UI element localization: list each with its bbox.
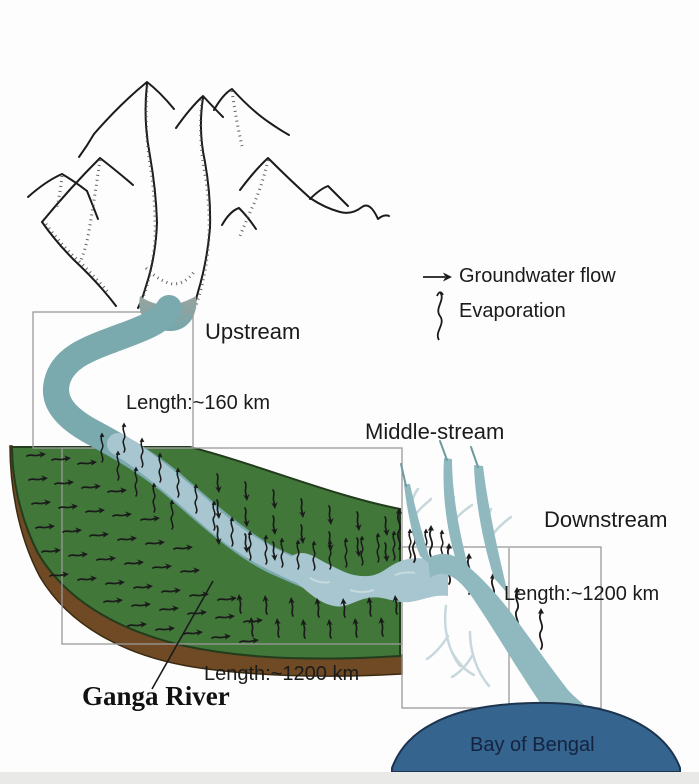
bay-of-bengal-label: Bay of Bengal [470, 734, 595, 756]
distributary-tips [400, 440, 479, 487]
mountains-sketch [27, 81, 390, 311]
meander-band [289, 553, 448, 607]
region-box-middle [61, 447, 403, 645]
downstream-river-system [400, 440, 604, 726]
legend-evaporation-label: Evaporation [459, 300, 566, 322]
legend-arrow-icon [423, 272, 452, 282]
floodplain [10, 446, 401, 660]
upstream-label: Upstream [205, 319, 301, 344]
middle-stream-label: Middle-stream [365, 419, 505, 444]
downstream-length-label: Length:~1200 km [504, 583, 660, 605]
bay-of-bengal [391, 701, 681, 773]
meander-ripples [309, 571, 416, 593]
upstream-length-label: Length:~160 km [126, 392, 270, 414]
legend-wave-icon [436, 291, 444, 341]
distributary-spikes [404, 458, 508, 594]
groundwater-flow-arrows [26, 451, 399, 644]
ganga-river-label: Ganga River [82, 681, 230, 711]
downstream-label: Downstream [544, 507, 668, 532]
ganga-leader-line [151, 580, 214, 690]
downstream-river [428, 553, 604, 726]
legend-groundwater-label: Groundwater flow [459, 265, 616, 287]
bottom-strip [0, 772, 699, 784]
middle-stream-length-label: Length:~1200 km [204, 663, 360, 685]
mountain-shading [44, 85, 270, 309]
